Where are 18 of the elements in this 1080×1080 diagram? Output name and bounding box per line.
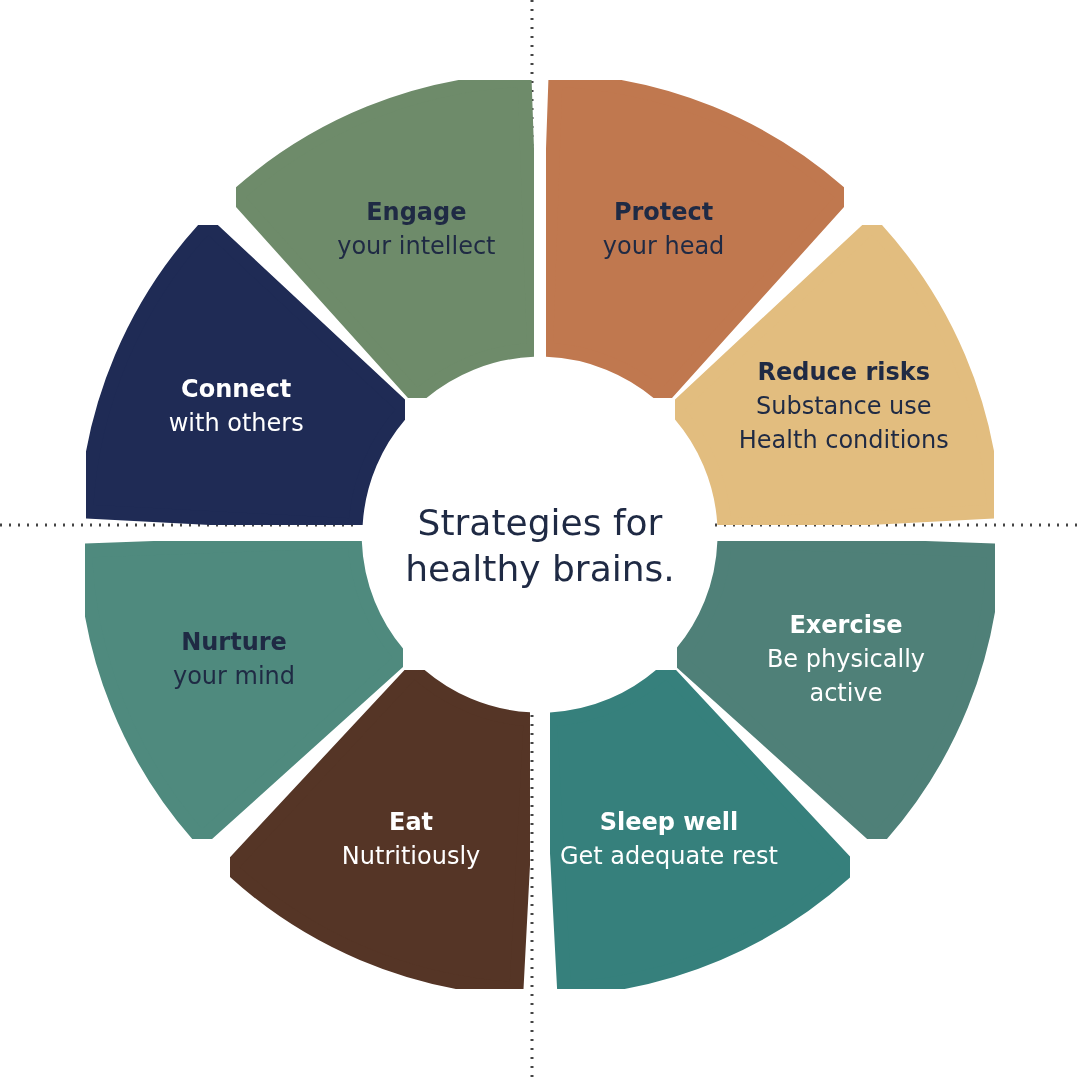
segment-text: Substance use Health conditions xyxy=(737,391,950,457)
segment-text: Get adequate rest xyxy=(558,840,779,872)
segment-text: your head xyxy=(601,231,726,262)
segment-heading: Exercise xyxy=(788,609,904,641)
center-title: Strategies for healthy brains. xyxy=(404,501,676,591)
segment-heading: Connect xyxy=(180,374,293,406)
segment-text: your mind xyxy=(171,660,297,692)
segment-text: Nutritiously xyxy=(340,840,482,872)
segment-card xyxy=(677,541,995,840)
segment-heading: Reduce risks xyxy=(756,357,931,389)
segment-heading: Nurture xyxy=(180,626,288,658)
segment-heading: Sleep well xyxy=(598,806,740,838)
segment-heading: Eat xyxy=(388,806,435,838)
segment-text: your intellect xyxy=(336,231,497,262)
segment-heading: Engage xyxy=(365,197,468,228)
segment-text: with others xyxy=(167,408,305,440)
segment-text: Be physically active xyxy=(765,643,926,709)
segment-heading: Protect xyxy=(612,197,715,228)
